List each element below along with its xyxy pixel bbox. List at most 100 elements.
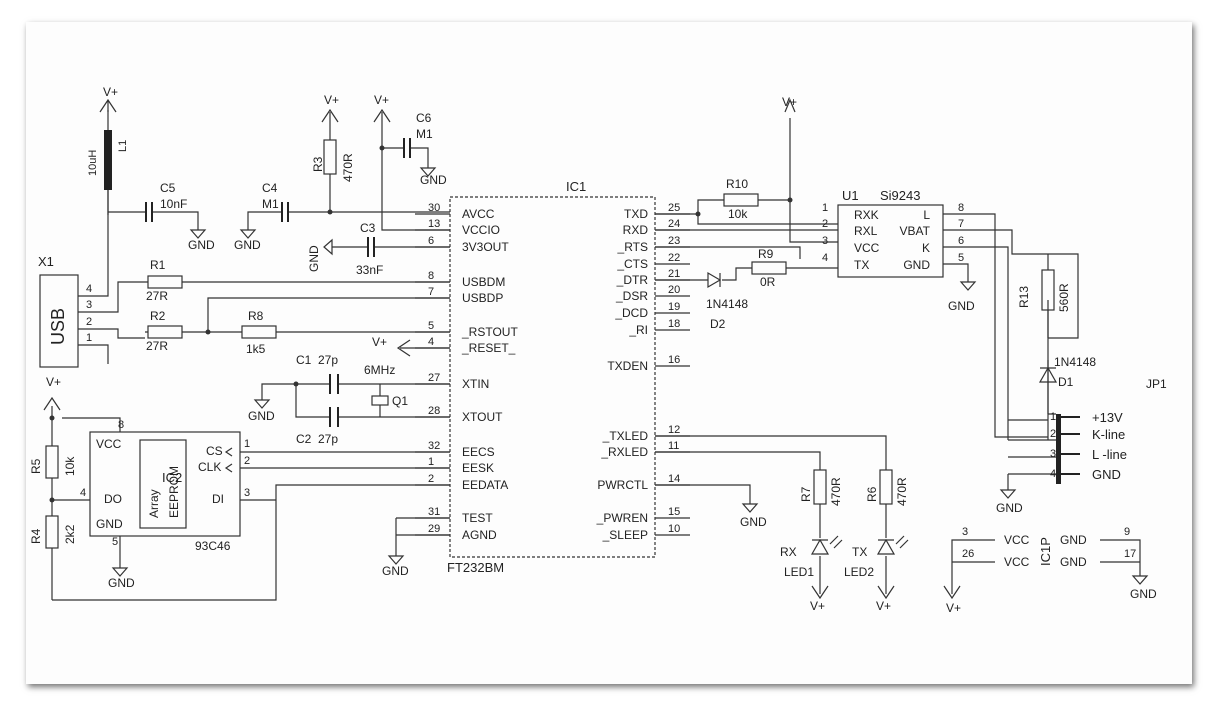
ic1-right-pin-name: _PWREN — [596, 511, 648, 525]
r10-vplus: V+ — [782, 95, 797, 109]
ic1p-right-num: 9 — [1124, 526, 1130, 538]
c1-name: C1 — [296, 353, 312, 367]
u1-pin-rnum: 5 — [958, 252, 964, 264]
ic1-right-pin-name: TXD — [624, 207, 648, 221]
ic2-inner — [139, 439, 187, 529]
r2-value: 27R — [146, 339, 168, 353]
ic1-right-pin-name: _SLEEP — [602, 528, 648, 542]
l1-body — [104, 130, 112, 190]
ic2-pin-do: 4 — [80, 487, 86, 499]
c4-name: C4 — [262, 181, 278, 195]
resistor-r13: R13 560R — [1017, 254, 1071, 338]
c1-value: 27p — [318, 353, 338, 367]
crystal-circuit: GND C1 27p C2 27p 6MHz Q1 — [248, 353, 450, 446]
ic1-left-pin-name: 3V3OUT — [462, 240, 509, 254]
r4-name: R4 — [29, 528, 43, 544]
r6-value: 470R — [895, 477, 909, 506]
u1-pin-num: 1 — [822, 202, 828, 214]
c5-value: 10nF — [160, 197, 187, 211]
jp1-pin-label: +13V — [1092, 410, 1123, 425]
c3-gnd: GND — [307, 245, 321, 272]
q1-value: 6MHz — [364, 363, 395, 377]
r9-name: R9 — [758, 247, 774, 261]
ic1-left-pin-num: 32 — [428, 440, 440, 452]
u1-pin-left: TX — [854, 258, 869, 272]
l1-name: L1 — [117, 140, 129, 152]
ic1p-left-num: 26 — [962, 548, 974, 560]
serial-wiring: R10 10k V+ R9 0R 1N4148 D2 — [655, 95, 838, 331]
usb-pin-1: 1 — [86, 332, 92, 344]
inductor-l1: 10uH L1 V+ — [87, 85, 129, 215]
ic2-pin-di: 3 — [244, 487, 250, 499]
u1-name: U1 — [842, 188, 859, 203]
ic1-right-pin-num: 22 — [668, 252, 680, 264]
u1-pin-right: VBAT — [900, 224, 931, 238]
ic1-name: IC1 — [566, 179, 586, 194]
led-rx-circuit: R7 470R RX LED1 V+ — [655, 451, 843, 613]
ic2-pin-cs: 1 — [244, 438, 250, 450]
ic1-left-pin-name: XTOUT — [462, 410, 503, 424]
ic1-left-pin-num: 31 — [428, 506, 440, 518]
r4-value: 2k2 — [63, 524, 77, 544]
ic2-pin-vcc: 8 — [118, 419, 124, 431]
u1-gnd: GND — [948, 299, 975, 313]
r1-body — [147, 275, 183, 289]
c5-gnd: GND — [188, 238, 215, 252]
usb-pin-3: 3 — [86, 299, 92, 311]
resistor-r5-r4: V+ R5 10k R4 2k2 — [29, 375, 77, 600]
u1-pin-num: 3 — [822, 235, 828, 247]
u1-pin-rnum: 6 — [958, 235, 964, 247]
ic1-left-pin-name: XTIN — [462, 377, 489, 391]
ic1-right-pins: 25TXD24RXD23_RTS22_CTS21_DTR20_DSR19_DCD… — [596, 202, 690, 542]
ic1-left-pin-name: EECS — [462, 445, 495, 459]
r5-body — [45, 445, 59, 479]
r10-name: R10 — [726, 177, 748, 191]
agnd-gnd: GND — [382, 564, 409, 578]
usb-label: USB — [48, 308, 68, 345]
ic1-left-pin-num: 27 — [428, 372, 440, 384]
ic1-right-pin-name: _RXLED — [600, 445, 648, 459]
c6-name: C6 — [416, 111, 432, 125]
ic1-right-pin-name: _TXLED — [602, 429, 649, 443]
jp1-body — [1056, 414, 1061, 484]
pwrctl-gnd-label: GND — [740, 515, 767, 529]
ic1-left-pin-name: _RESET_ — [461, 341, 516, 355]
ic1-left-pin-name: VCCIO — [462, 223, 500, 237]
jp1-pin-num: 2 — [1050, 428, 1056, 440]
ic1-left-pin-name: USBDP — [462, 291, 503, 305]
u1-pin-rnum: 7 — [958, 218, 964, 230]
jp1-pin-label: K-line — [1092, 427, 1125, 442]
ic1-left-pin-name: USBDM — [462, 275, 505, 289]
resistor-r3: V+ R3 470R — [311, 93, 355, 215]
r10-value: 10k — [728, 207, 748, 221]
ic1-right-pin-num: 16 — [668, 354, 680, 366]
ic1-right-pin-num: 19 — [668, 301, 680, 313]
led1-name: LED1 — [784, 565, 814, 579]
ic1-left-pin-name: EEDATA — [462, 478, 508, 492]
led2-value: TX — [852, 545, 867, 559]
ic2-gnd-symbol: GND — [108, 576, 135, 590]
resistor-r2: R2 27R — [145, 297, 450, 353]
r9-body — [751, 261, 787, 275]
ic1-right-pin-num: 15 — [668, 506, 680, 518]
d1-name: D1 — [1058, 375, 1074, 389]
ic1-left-pin-name: EESK — [462, 461, 494, 475]
ic1-right-pin-name: _CTS — [616, 257, 648, 271]
q1-name: Q1 — [392, 394, 408, 408]
ic1-left-pin-num: 4 — [428, 336, 434, 348]
c2-value: 27p — [318, 432, 338, 446]
r1-name: R1 — [150, 258, 166, 272]
c5-name: C5 — [160, 181, 176, 195]
u1-pin-right: L — [923, 208, 930, 222]
r7-name: R7 — [799, 486, 813, 502]
ic1-right-pin-num: 12 — [668, 424, 680, 436]
jp1-pin-label: GND — [1092, 467, 1121, 482]
capacitor-c3: GND C3 33nF — [307, 221, 450, 277]
x1-name: X1 — [38, 254, 54, 269]
u1-pin-left: RXL — [854, 224, 878, 238]
r10-body — [723, 193, 759, 207]
